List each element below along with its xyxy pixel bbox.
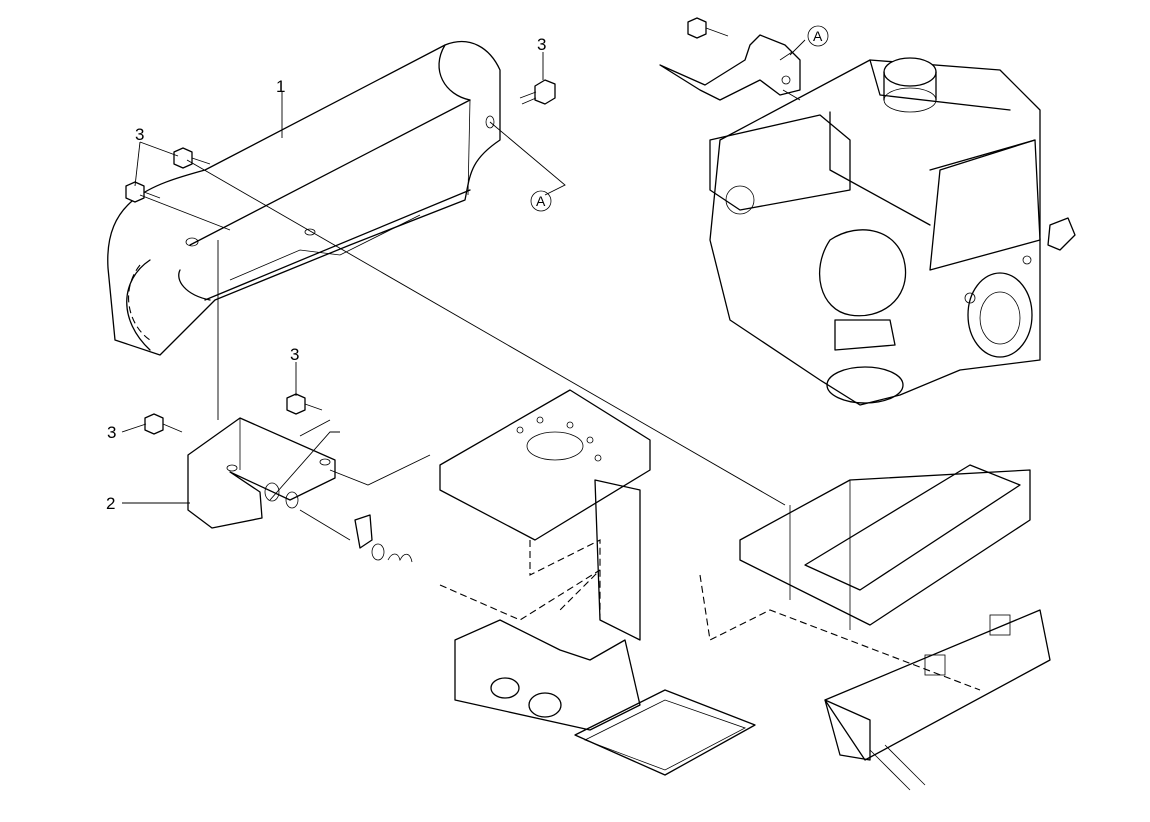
- engine-top-bracket: [659, 17, 801, 101]
- ref-mark-cover: A: [530, 190, 552, 212]
- bolt-cover-lower: [125, 181, 161, 203]
- frame-assembly: [699, 464, 1051, 791]
- bolt-top-right: [519, 79, 556, 105]
- mounting-plate: [439, 389, 651, 641]
- washers-and-spring: [264, 482, 413, 563]
- callout-bolt-bracket-left: 3: [107, 423, 116, 442]
- bracket: [187, 417, 336, 529]
- bolt-cover-upper: [173, 147, 211, 169]
- bolt-bracket-right: [286, 393, 323, 415]
- callout-bracket: 2: [106, 494, 115, 513]
- callout-leaders: [121, 39, 806, 504]
- callout-belt-cover: 1: [276, 77, 285, 96]
- engine: [709, 57, 1076, 406]
- belt-cover: [107, 40, 501, 356]
- connection-lines: [139, 89, 801, 506]
- ref-mark-cover-text: A: [536, 193, 546, 209]
- callout-bolt-bracket-right: 3: [290, 345, 299, 364]
- ref-mark-engine: A: [807, 25, 829, 47]
- ref-mark-engine-text: A: [813, 28, 823, 44]
- callout-bolt-cover-left: 3: [135, 125, 144, 144]
- handle-bracket: [454, 619, 756, 776]
- callout-bolt-top-right: 3: [537, 35, 546, 54]
- bolt-bracket-left: [144, 413, 183, 435]
